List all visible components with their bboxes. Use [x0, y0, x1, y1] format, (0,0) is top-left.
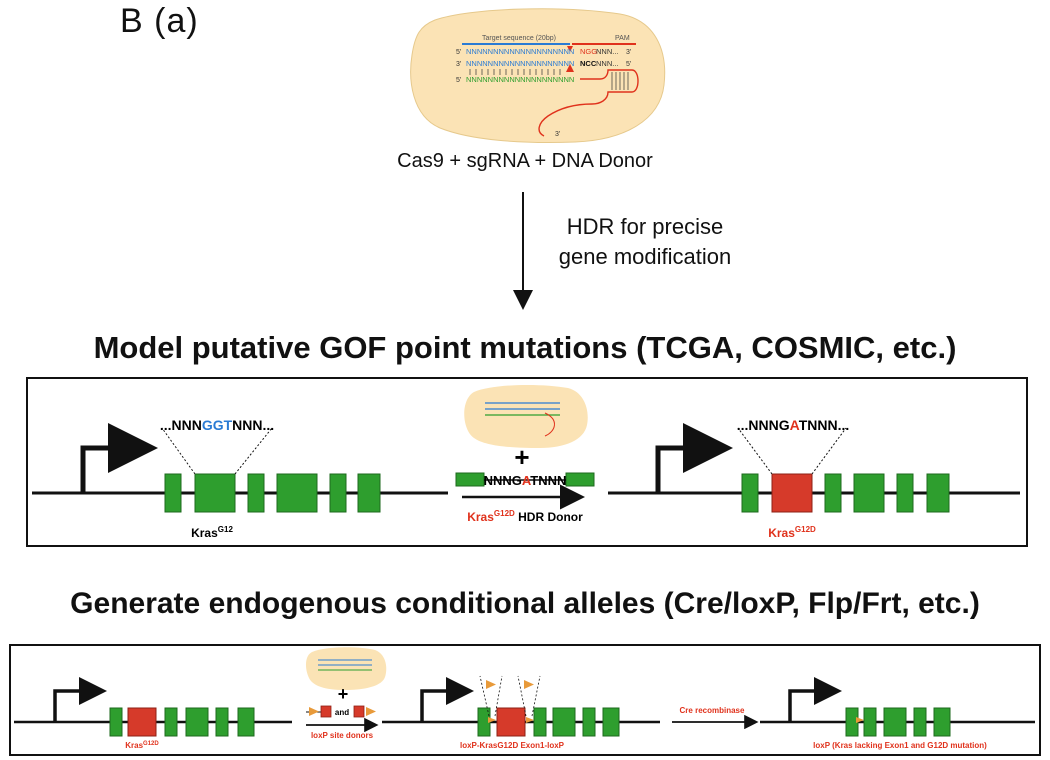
kras-g12d-locus: ...NNNGATNNN... KrasG12D — [608, 417, 1020, 540]
exon — [741, 473, 759, 513]
exon — [357, 473, 381, 513]
exon-g12d — [771, 473, 813, 513]
loxp-donors: + and loxP site donors — [305, 647, 387, 740]
exon — [926, 473, 950, 513]
wt-codon-seq: ...NNNGGTNNN... — [160, 417, 274, 433]
plus-icon: + — [338, 684, 349, 704]
promoter-arrow-icon — [420, 677, 474, 722]
exon — [247, 473, 265, 513]
bottom-strand-seq: NNNNNNNNNNNNNNNNNNNN — [466, 59, 574, 68]
promoter-arrow-icon — [53, 677, 107, 722]
exon — [164, 473, 182, 513]
floxed-label: loxP-KrasG12D Exon1-loxP — [460, 741, 565, 750]
pam-label: PAM — [615, 35, 630, 42]
and-text: and — [335, 708, 349, 717]
bottom-pam-seq: NCC — [580, 59, 597, 68]
guide-5-end: 5' — [456, 77, 461, 84]
top-5-end: 5' — [456, 49, 461, 56]
kras-g12d-label: KrasG12D — [768, 525, 816, 540]
hdr-text: HDR for precise gene modification — [520, 212, 770, 272]
deleted-label: loxP (Kras lacking Exon1 and G12D mutati… — [813, 741, 987, 750]
promoter-arrow-icon — [655, 423, 733, 493]
cre-label: Cre recombinase — [680, 706, 745, 715]
hdr-text-line1: HDR for precise — [566, 214, 724, 239]
exon — [824, 473, 842, 513]
exon — [276, 473, 318, 513]
kras-g12-label: KrasG12 — [191, 525, 233, 540]
section2-box — [9, 644, 1041, 756]
donor-seq: NNNGATNNN — [484, 473, 567, 488]
exon-g12 — [194, 473, 236, 513]
top-pam-seq: NGG — [580, 47, 597, 56]
hdr-text-line2: gene modification — [558, 244, 732, 269]
top-3-end: 3' — [626, 49, 631, 56]
guide-seq: NNNNNNNNNNNNNNNNNNNN — [466, 75, 574, 84]
top-tail: NNN... — [596, 47, 619, 56]
guide-3-end: 3' — [555, 131, 560, 138]
bottom-3-end: 3' — [456, 61, 461, 68]
promoter-arrow-icon — [80, 423, 158, 493]
exon — [853, 473, 885, 513]
donors-label: loxP site donors — [311, 731, 374, 740]
mut-codon-seq: ...NNNGATNNN... — [737, 417, 850, 433]
plus-icon: + — [514, 442, 529, 472]
kras-g12d-locus-2: KrasG12D — [14, 677, 292, 750]
cas9-complex-schematic: Target sequence (20bp) PAM 5' NNNNNNNNNN… — [410, 8, 666, 143]
floxed-kras-locus: loxP-KrasG12D Exon1-loxP — [382, 675, 660, 750]
section2-title: Generate endogenous conditional alleles … — [70, 587, 980, 620]
donor-label: KrasG12D HDR Donor — [467, 509, 583, 524]
deleted-kras-locus: loxP (Kras lacking Exon1 and G12D mutati… — [760, 677, 1035, 750]
promoter-arrow-icon — [788, 677, 842, 722]
kras-g12d-label-2: KrasG12D — [125, 741, 159, 750]
section1-title: Model putative GOF point mutations (TCGA… — [93, 330, 957, 365]
exon — [896, 473, 914, 513]
bottom-tail: NNN... — [596, 59, 619, 68]
loxp-site-icon — [856, 717, 864, 723]
kras-wt-locus: ...NNNGGTNNN... KrasG12 — [32, 417, 448, 540]
cas9-caption: Cas9 + sgRNA + DNA Donor — [397, 150, 653, 172]
panel-label: B (a) — [120, 2, 199, 40]
hdr-donor: + NNNGATNNN KrasG12D HDR Donor — [455, 384, 595, 524]
exon — [329, 473, 347, 513]
target-label: Target sequence (20bp) — [482, 35, 556, 42]
loxp-site-icon — [486, 680, 496, 689]
bottom-5-end: 5' — [626, 61, 631, 68]
top-strand-seq: NNNNNNNNNNNNNNNNNNNN — [466, 47, 574, 56]
loxp-site-icon — [524, 680, 534, 689]
